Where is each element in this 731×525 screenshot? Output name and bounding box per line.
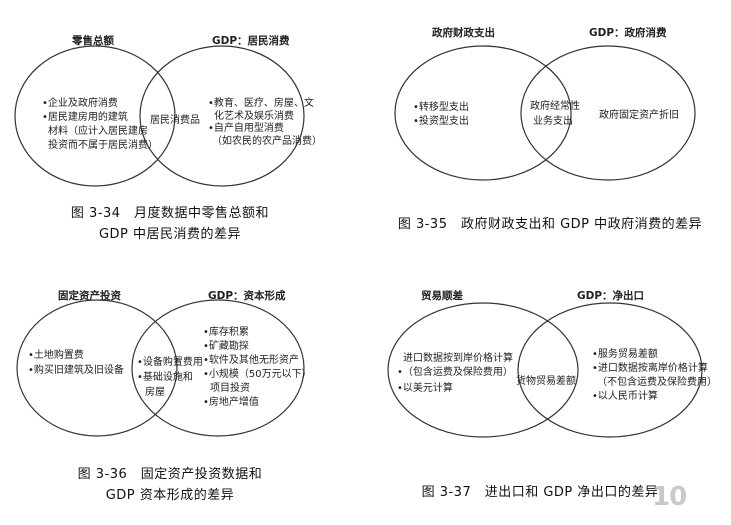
left-item: •（包含运费及保险费用） xyxy=(397,367,513,378)
venn-diagram-3-35: 政府财政支出 GDP：政府消费 •转移型支出 •投资型支出 政府经常性 业务支出… xyxy=(365,0,730,262)
left-item: •土地购置费 xyxy=(28,350,84,361)
right-item: •服务贸易差额 xyxy=(592,349,658,360)
left-circle-title: 政府财政支出 xyxy=(432,27,495,39)
left-circle-title: 零售总额 xyxy=(72,35,114,47)
right-item: 项目投资 xyxy=(210,383,250,394)
watermark: 10 xyxy=(652,482,687,512)
right-item: •房地产增值 xyxy=(203,397,259,408)
venn-diagram-3-36: 固定资产投资 GDP：资本形成 •土地购置费 •购买旧建筑及旧设备 •设备购置费… xyxy=(0,262,365,524)
right-item: •以人民币计算 xyxy=(592,391,658,402)
right-item: （如农民的农产品消费） xyxy=(212,136,322,147)
caption-line: GDP 中居民消费的差异 xyxy=(98,227,242,242)
left-item: •居民建房用的建筑 xyxy=(42,112,128,123)
left-item: 进口数据按到岸价格计算 xyxy=(403,353,513,364)
left-item: •企业及政府消费 xyxy=(42,98,118,109)
venn-diagram-3-37: 贸易顺差 GDP：净出口 进口数据按到岸价格计算 •（包含运费及保险费用） •以… xyxy=(365,262,730,524)
left-circle-title: 固定资产投资 xyxy=(58,290,121,302)
caption-line: 图 3-36 固定资产投资数据和 xyxy=(77,467,263,482)
left-item: •以美元计算 xyxy=(397,383,453,394)
left-item: 投资而不属于居民消费） xyxy=(48,140,158,151)
left-item: •投资型支出 xyxy=(413,116,469,127)
overlap-label: 政府经常性 xyxy=(530,101,580,112)
venn-diagram-3-34: 零售总额 GDP：居民消费 •企业及政府消费 •居民建房用的建筑 材料（应计入居… xyxy=(0,0,365,262)
caption-line: GDP 资本形成的差异 xyxy=(105,488,235,503)
right-item: 政府固定资产折旧 xyxy=(599,110,679,121)
overlap-label: •设备购置费用 xyxy=(137,357,203,368)
figure-caption: 图 3-34 月度数据中零售总额和 GDP 中居民消费的差异 xyxy=(20,203,320,245)
watermark-text: 10 xyxy=(652,482,687,512)
figure-caption: 图 3-35 政府财政支出和 GDP 中政府消费的差异 xyxy=(375,214,725,235)
figure-caption: 图 3-36 固定资产投资数据和 GDP 资本形成的差异 xyxy=(20,464,320,506)
venn-circles-3-37 xyxy=(387,302,703,438)
right-circle-title: GDP：资本形成 xyxy=(208,290,286,302)
overlap-label: 业务支出 xyxy=(533,116,573,127)
right-circle-title: GDP：净出口 xyxy=(577,290,645,302)
right-item: •自产自用型消费 xyxy=(208,123,284,134)
venn-circles-3-34 xyxy=(14,45,305,187)
right-circle-title: GDP：居民消费 xyxy=(212,35,290,47)
left-circle-title: 贸易顺差 xyxy=(421,290,463,302)
left-item: 材料（应计入居民建房 xyxy=(48,126,148,137)
caption-line: 图 3-34 月度数据中零售总额和 xyxy=(70,206,270,221)
left-item: •购买旧建筑及旧设备 xyxy=(28,365,124,376)
overlap-label: •基础设施和 xyxy=(137,372,193,383)
right-item: （不包含运费及保险费用） xyxy=(597,377,717,388)
right-item: •小规模（50万元以下） xyxy=(203,369,312,380)
right-item: 化艺术及娱乐消费 xyxy=(214,111,294,122)
right-item: •教育、医疗、房屋、文 xyxy=(208,98,314,109)
overlap-label: 房屋 xyxy=(145,387,165,398)
right-circle-title: GDP：政府消费 xyxy=(589,27,667,39)
overlap-label: 货物贸易差额 xyxy=(516,376,576,387)
right-item: •软件及其他无形资产 xyxy=(203,355,299,366)
right-item: •进口数据按离岸价格计算 xyxy=(592,363,708,374)
venn-circles-3-35 xyxy=(394,45,696,181)
figure-caption: 图 3-37 进出口和 GDP 净出口的差异 xyxy=(375,482,705,503)
left-item: •转移型支出 xyxy=(413,102,469,113)
caption-line: 图 3-37 进出口和 GDP 净出口的差异 xyxy=(421,485,659,500)
venn-circles-3-36 xyxy=(16,299,305,437)
overlap-label: 居民消费品 xyxy=(150,115,200,126)
right-item: •矿藏勘探 xyxy=(203,341,249,352)
caption-line: 图 3-35 政府财政支出和 GDP 中政府消费的差异 xyxy=(397,217,703,232)
right-item: •库存积累 xyxy=(203,327,249,338)
